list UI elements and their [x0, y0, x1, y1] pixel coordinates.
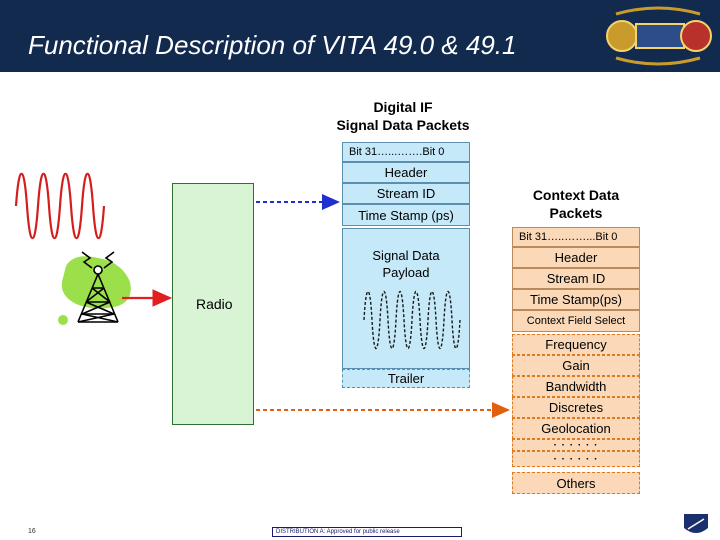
- apl-logo: [682, 512, 710, 538]
- rf-sine-wave: [16, 173, 104, 238]
- tower-blob-dot: [58, 315, 68, 325]
- payload-sine-wave: [364, 292, 460, 349]
- distribution-statement: DISTRIBUTION A: Approved for public rele…: [272, 527, 462, 537]
- page-number: 16: [28, 528, 36, 535]
- tower-background-blob: [62, 256, 131, 308]
